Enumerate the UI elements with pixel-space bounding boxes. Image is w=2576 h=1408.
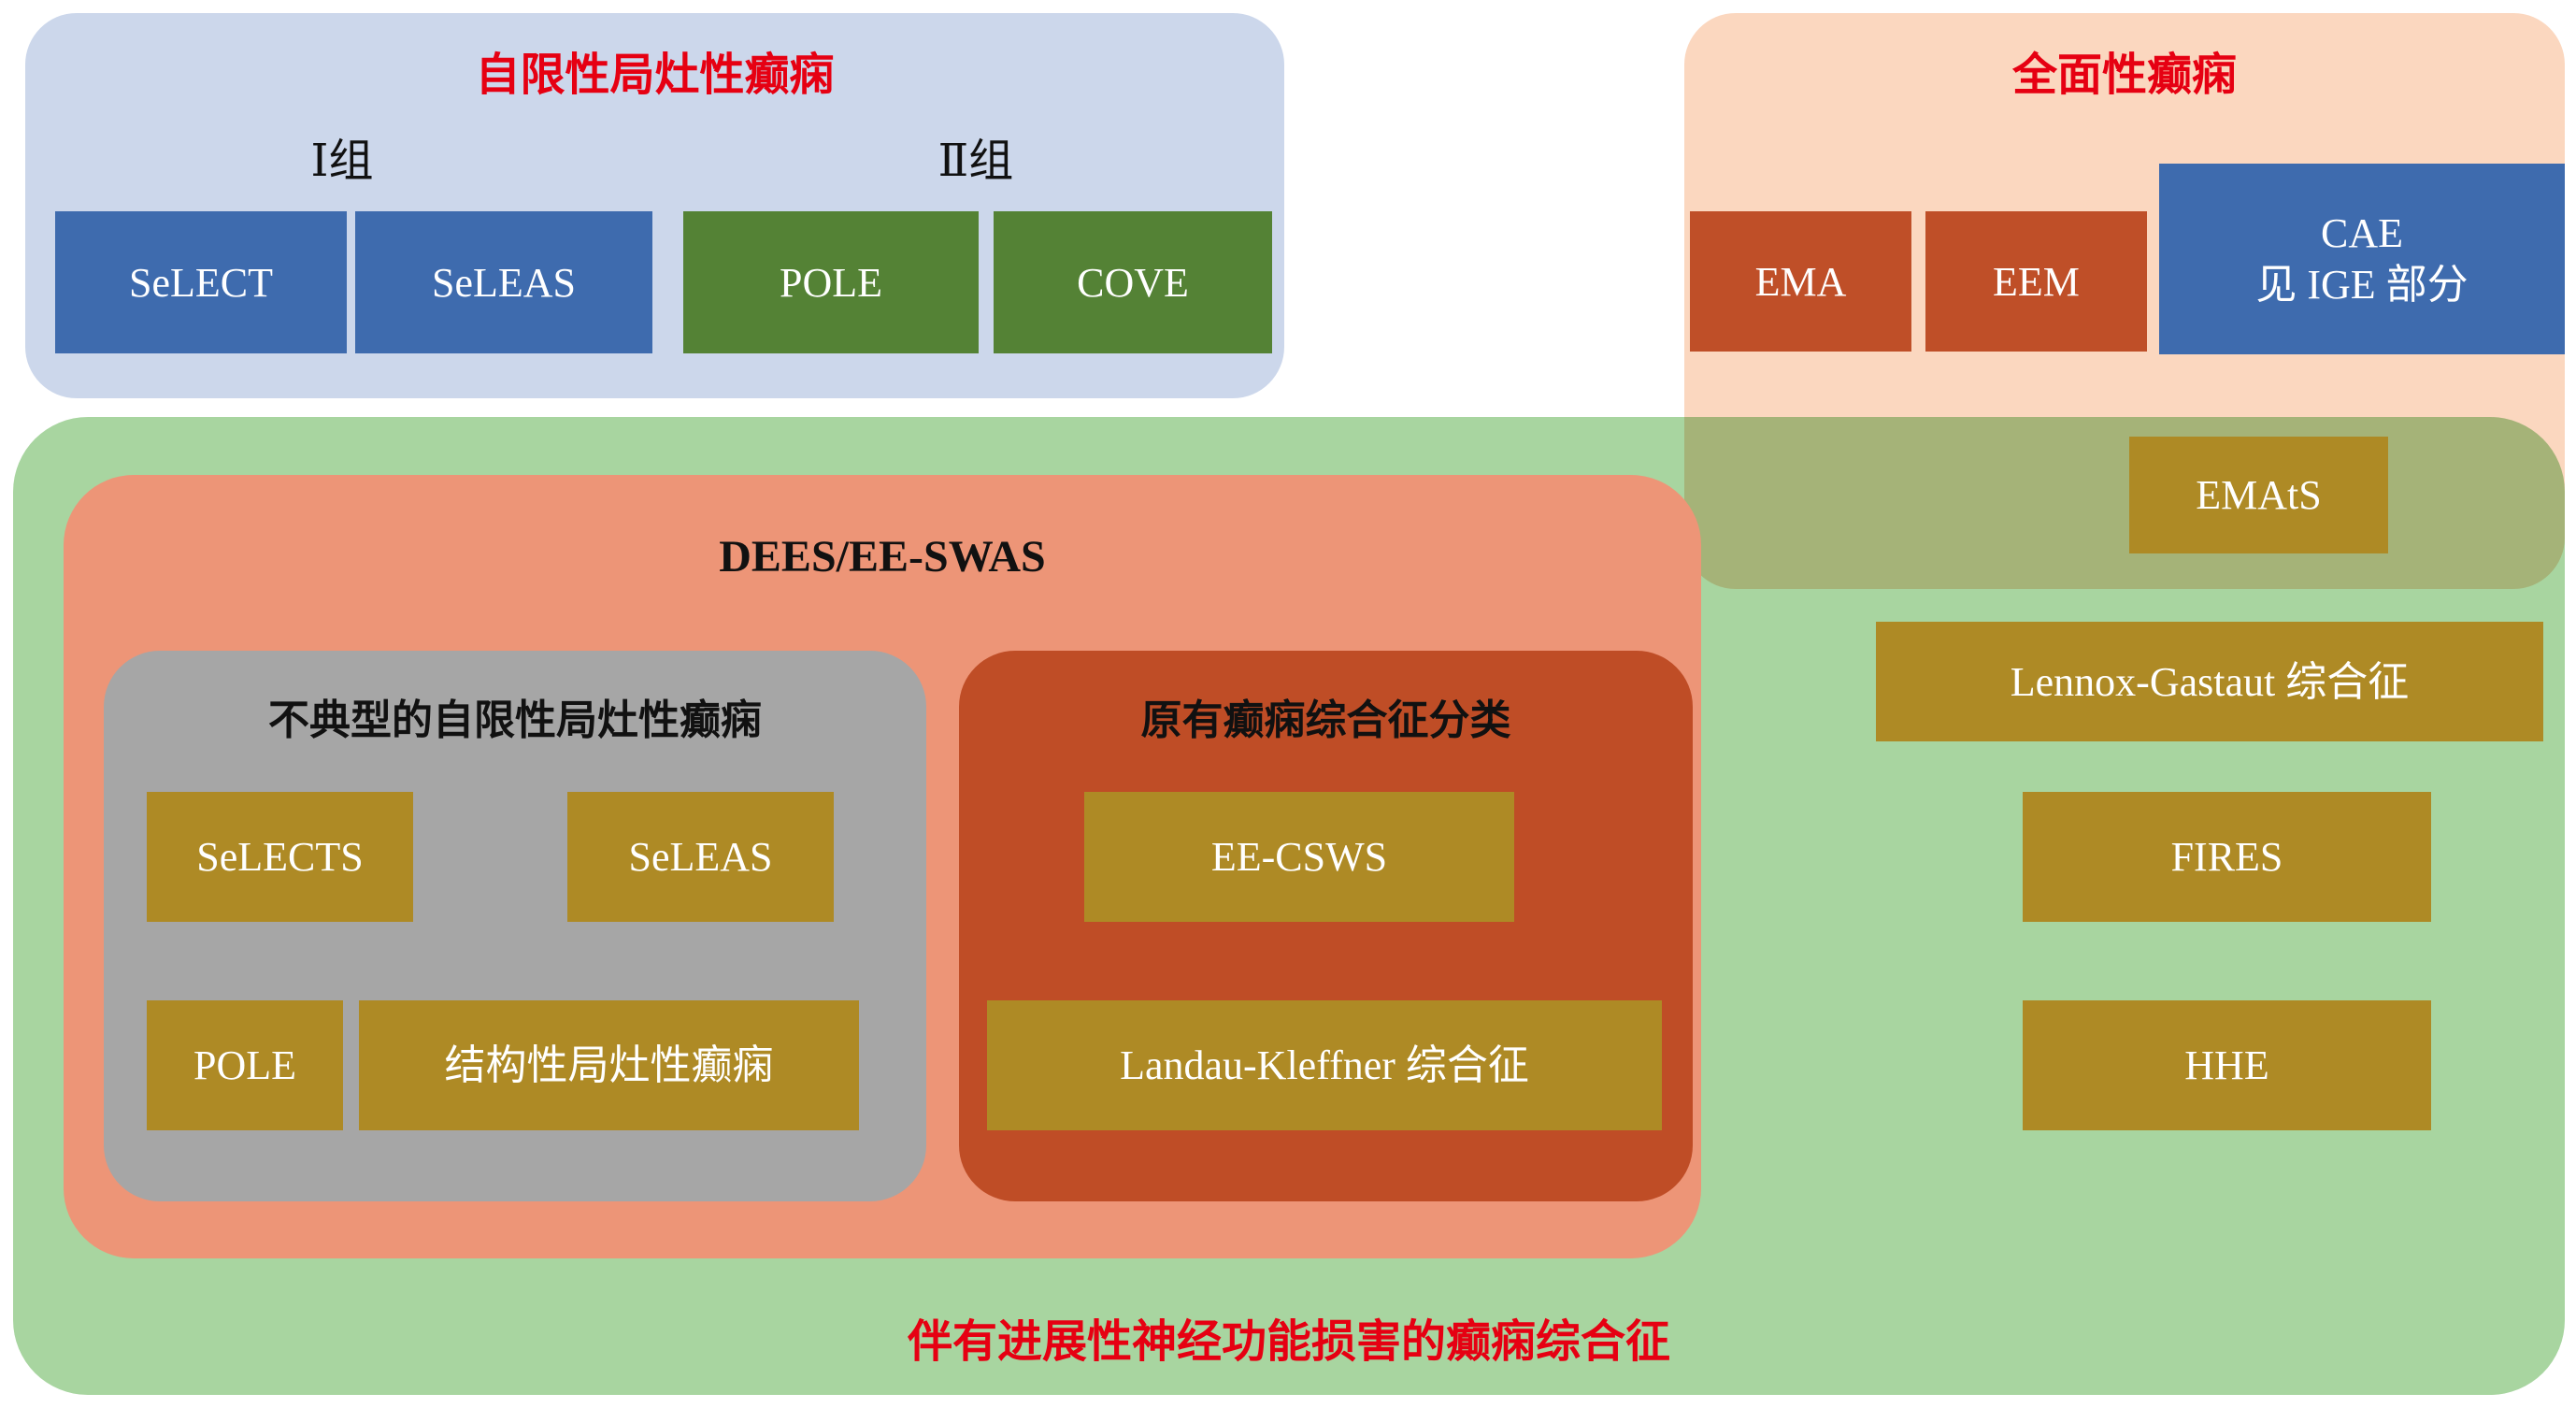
box-hhe: HHE xyxy=(2023,1000,2431,1130)
box-selects: SeLECTS xyxy=(147,792,413,922)
original-classification-title: 原有癫痫综合征分类 xyxy=(1140,697,1511,743)
box-structural-focal-epilepsy: 结构性局灶性癫痫 xyxy=(359,1000,859,1130)
box-eem: EEM xyxy=(1925,211,2147,352)
box-lennox-gastaut: Lennox-Gastaut 综合征 xyxy=(1876,622,2543,741)
box-pole-atypical: POLE xyxy=(147,1000,343,1130)
box-cove: COVE xyxy=(994,211,1272,353)
box-ema: EMA xyxy=(1690,211,1911,352)
generalized-title: 全面性癫痫 xyxy=(2011,50,2237,100)
box-pole-group2: POLE xyxy=(683,211,979,353)
box-landau-kleffner: Landau-Kleffner 综合征 xyxy=(987,1000,1662,1130)
box-seleas-atypical: SeLEAS xyxy=(567,792,834,922)
cae-line1: CAE xyxy=(2321,210,2403,256)
progressive-title: 伴有进展性神经功能损害的癫痫综合征 xyxy=(907,1317,1670,1367)
box-cae-see-ige: CAE 见 IGE 部分 xyxy=(2159,164,2565,354)
box-fires: FIRES xyxy=(2023,792,2431,922)
dees-title: DEES/EE-SWAS xyxy=(719,532,1046,582)
box-ee-csws: EE-CSWS xyxy=(1084,792,1514,922)
box-select: SeLECT xyxy=(55,211,347,353)
cae-line2: 见 IGE 部分 xyxy=(2255,262,2469,308)
box-seleas-group1: SeLEAS xyxy=(355,211,652,353)
self-limited-title: 自限性局灶性癫痫 xyxy=(475,50,835,100)
group-2-label: Ⅱ组 xyxy=(937,136,1014,186)
box-emats: EMAtS xyxy=(2129,437,2388,553)
group-1-label: Ⅰ组 xyxy=(310,136,374,186)
atypical-title: 不典型的自限性局灶性癫痫 xyxy=(268,697,762,743)
